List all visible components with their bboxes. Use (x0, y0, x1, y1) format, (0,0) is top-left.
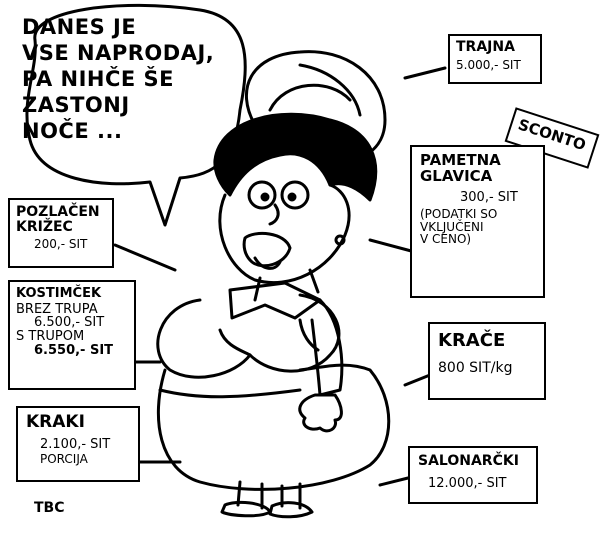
hand (298, 393, 343, 433)
krace-price: 800 SIT/kg (438, 359, 513, 376)
arm (310, 298, 344, 397)
krace-name: KRAČE (438, 330, 506, 351)
kraki-name: KRAKI (26, 412, 85, 432)
pametna-name: PAMETNA (420, 151, 501, 169)
kostimcek-line: S TRUPOM (16, 328, 85, 344)
right-eye (280, 180, 310, 210)
speech-line: VSE NAPRODAJ, (22, 41, 215, 65)
label-pozlacen-krizec: POZLAČEN KRIŽEC 200,- SIT (8, 198, 114, 268)
trajna-name: TRAJNA (456, 39, 515, 55)
kraki-price: 2.100,- SIT (40, 436, 111, 452)
collar (228, 281, 322, 320)
salonarcki-name: SALONARČKI (418, 453, 519, 469)
right-shoe (268, 501, 314, 519)
speech-line: ZASTONJ (22, 93, 130, 117)
speech-text: DANES JE VSE NAPRODAJ, PA NIHČE ŠE ZASTO… (22, 14, 237, 174)
pametna-note: V CENO) (420, 232, 472, 247)
glavica-name: GLAVICA (420, 166, 493, 185)
kostimcek-name: KOSTIMČEK (16, 286, 102, 301)
pametna-note: (PODATKI SO (420, 207, 498, 222)
kostimcek-line: BREZ TRUPA (16, 301, 98, 317)
label-kostimcek: KOSTIMČEK BREZ TRUPA 6.500,- SIT S TRUPO… (8, 280, 136, 390)
hair (213, 112, 378, 202)
krizec-name: KRIŽEC (16, 218, 73, 235)
speech-line: PA NIHČE ŠE (22, 67, 175, 91)
salonarcki-price: 12.000,- SIT (428, 475, 507, 491)
speech-line: NOČE ... (22, 119, 123, 143)
pozlacen-name: POZLAČEN (16, 204, 100, 220)
pozlacen-price: 200,- SIT (34, 237, 88, 252)
label-trajna: TRAJNA 5.000,- SIT (448, 34, 542, 84)
face (218, 183, 351, 285)
label-krace: KRAČE 800 SIT/kg (428, 322, 546, 400)
kostimcek-price: 6.500,- SIT (34, 315, 105, 331)
trajna-price: 5.000,- SIT (456, 57, 521, 72)
mouth (242, 231, 292, 268)
kraki-unit: PORCIJA (40, 452, 88, 467)
speech-line: DANES JE (22, 15, 137, 39)
skirt (156, 363, 391, 491)
pametna-note: VKLJUČENI (420, 219, 484, 234)
label-pametna-glavica: PAMETNA GLAVICA 300,- SIT (PODATKI SO VK… (410, 145, 545, 298)
kostimcek-price: 6.550,- SIT (34, 342, 114, 358)
pametna-price: 300,- SIT (460, 189, 518, 205)
artist-signature: TBC (34, 500, 65, 516)
left-eye (247, 180, 277, 210)
label-kraki: KRAKI 2.100,- SIT PORCIJA (16, 406, 140, 482)
label-salonarcki: SALONARČKI 12.000,- SIT (408, 446, 538, 504)
